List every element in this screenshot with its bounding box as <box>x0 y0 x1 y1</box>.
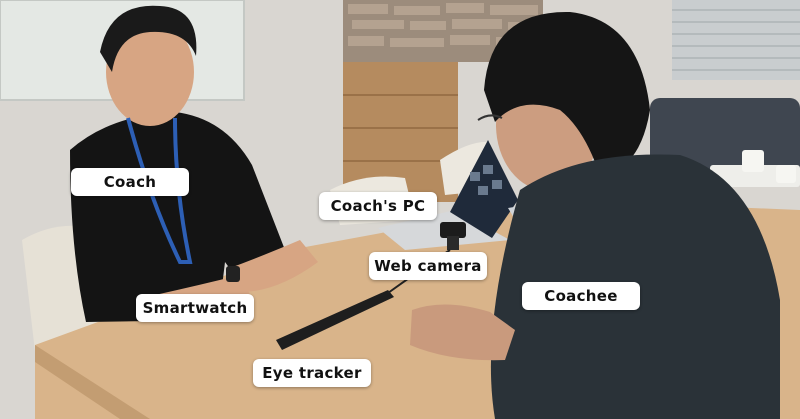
label-coach: Coach <box>71 168 189 196</box>
coach-person <box>70 5 318 322</box>
label-eye-tracker: Eye tracker <box>253 359 371 387</box>
webcam <box>440 222 466 238</box>
charger <box>742 150 764 172</box>
wood-lines <box>343 94 458 162</box>
webcam-stand <box>447 236 459 250</box>
blind-slats <box>672 9 800 71</box>
window-blinds <box>672 0 800 80</box>
label-coachee: Coachee <box>522 282 640 310</box>
label-web-camera: Web camera <box>369 252 487 280</box>
label-smartwatch: Smartwatch <box>136 294 254 322</box>
label-coach-pc: Coach's PC <box>319 192 437 220</box>
smartwatch-device <box>226 266 240 282</box>
table-edge <box>35 345 150 419</box>
video-tiles <box>470 165 502 195</box>
coachee-person <box>410 11 780 419</box>
charger-2 <box>776 165 796 183</box>
eye-tracker-bar <box>276 290 394 350</box>
